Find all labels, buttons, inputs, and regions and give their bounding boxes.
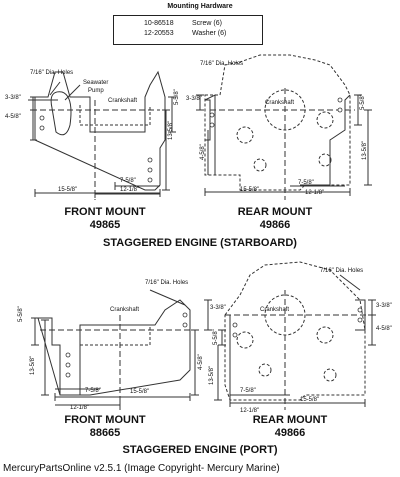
hardware-row: 12-20553 Washer (6) [144, 29, 262, 39]
mount-label: FRONT MOUNT [64, 206, 146, 218]
hardware-row: 10-86518 Screw (6) [144, 19, 262, 29]
dim-7-5-8: 7-5/8" [120, 178, 136, 184]
starboard-caption: STAGGERED ENGINE (STARBOARD) [103, 237, 297, 249]
dim-7-5-8: 7-5/8" [85, 388, 101, 394]
dim-7-5-8: 7-5/8" [298, 180, 314, 186]
crankshaft-label: Crankshaft [110, 307, 140, 313]
rear-mount-outline-top [204, 54, 351, 191]
dim-5-5-8: 5-5/8" [174, 89, 180, 105]
front-mount-outline-bottom [37, 299, 191, 396]
dim-15-5-8: 15-5/8" [130, 389, 150, 395]
dim-12-1-8: 12-1/8" [305, 190, 325, 196]
dim-4-5-8: 4-5/8" [376, 326, 392, 332]
dim-5-5-8: 5-5/8" [213, 329, 219, 345]
mount-number: 49866 [259, 219, 291, 231]
seawater-pump-cutout [50, 91, 72, 136]
crankshaft-label: Crankshaft [108, 98, 138, 104]
dim-3-3-8: 3-3/8" [5, 95, 21, 101]
front-mount-outline-top [34, 70, 166, 191]
dim-13-5-8: 13-5/8" [168, 120, 174, 140]
dim-5-5-8: 5-5/8" [360, 94, 366, 110]
dim-15-5-8: 15-5/8" [58, 187, 78, 193]
pump-label: Pump [88, 88, 104, 94]
dim-5-5-8: 5-5/8" [18, 306, 24, 322]
dim-12-1-8: 12-1/8" [240, 408, 260, 414]
mount-label: REAR MOUNT [237, 206, 313, 218]
holes-label: 7/16" Dia. Holes [320, 268, 364, 274]
mount-number: 88665 [89, 427, 121, 439]
copyright-footer: MercuryPartsOnline v2.5.1 (Image Copyrig… [3, 463, 280, 474]
crankshaft-label: Crankshaft [260, 307, 290, 313]
rear-mount-title-top: REAR MOUNT 49866 [210, 206, 340, 232]
dim-4-5-8: 4-5/8" [198, 354, 204, 370]
dim-3-3-8: 3-3/8" [210, 305, 226, 311]
mount-number: 49865 [89, 219, 121, 231]
dim-12-1-8: 12-1/8" [70, 405, 90, 411]
dim-3-3-8: 3-3/8" [186, 96, 202, 102]
seawater-label: Seawater [83, 80, 109, 86]
mount-number: 49866 [274, 427, 306, 439]
dim-13-5-8: 13-5/8" [30, 355, 36, 375]
hardware-title: Mounting Hardware [167, 3, 233, 10]
dim-15-5-8: 15-5/8" [240, 187, 260, 193]
dim-4-5-8: 4-5/8" [200, 144, 206, 160]
dim-4-5-8: 4-5/8" [5, 114, 21, 120]
mount-label: FRONT MOUNT [64, 414, 146, 426]
part-number: 10-86518 [144, 20, 174, 27]
port-caption: STAGGERED ENGINE (PORT) [122, 444, 278, 456]
hardware-table: 10-86518 Screw (6) 12-20553 Washer (6) [113, 15, 263, 45]
dim-13-5-8: 13-5/8" [209, 365, 215, 385]
crankshaft-label: Crankshaft [265, 100, 295, 106]
holes-label: 7/16" Dia. Holes [200, 61, 244, 67]
part-number: 12-20553 [144, 30, 174, 37]
mount-label: REAR MOUNT [252, 414, 328, 426]
dim-13-5-8: 13-5/8" [362, 140, 368, 160]
holes-label: 7/16" Dia. Holes [145, 280, 189, 286]
rear-mount-title-bottom: REAR MOUNT 49866 [225, 414, 355, 440]
dim-7-5-8: 7-5/8" [240, 388, 256, 394]
dim-3-3-8: 3-3/8" [376, 303, 392, 309]
holes-label: 7/16" Dia. Holes [30, 70, 74, 76]
dim-15-5-8: 15-5/8" [300, 397, 320, 403]
part-description: Screw (6) [192, 20, 222, 27]
dim-12-1-8: 12-1/8" [120, 187, 140, 193]
front-mount-title-top: FRONT MOUNT 49865 [40, 206, 170, 232]
front-mount-title-bottom: FRONT MOUNT 88665 [40, 414, 170, 440]
part-description: Washer (6) [192, 30, 227, 37]
